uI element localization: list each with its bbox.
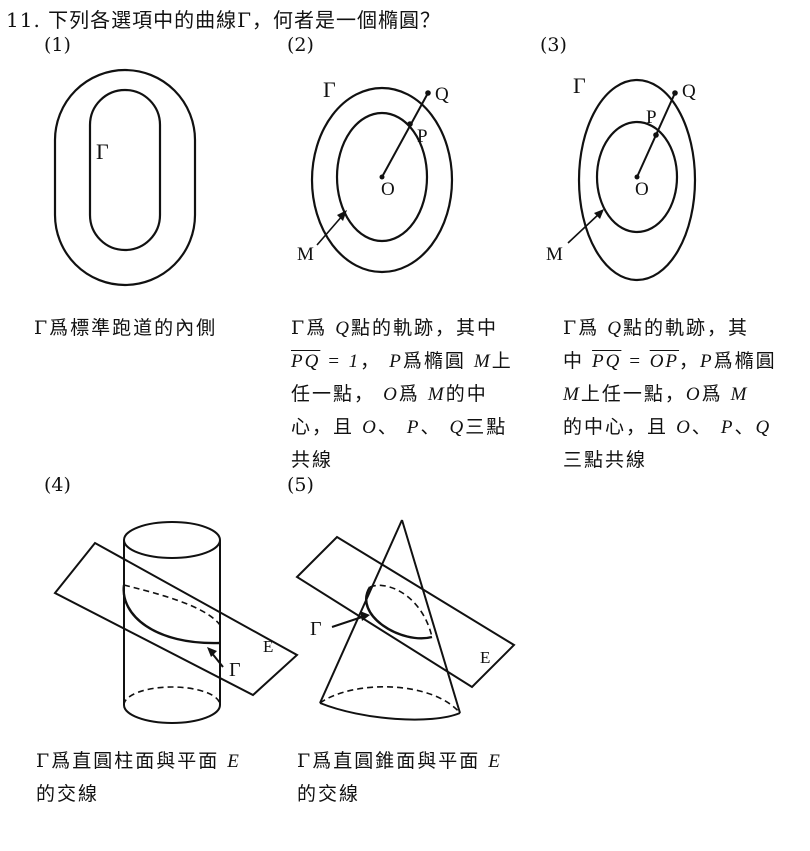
figure-5-gamma-label: Γ [310, 618, 322, 640]
caption-option-2: Γ爲 Q點的軌跡，其中 PQ = 1， P爲橢圓 M上 任一點， O爲 M的中 … [291, 312, 513, 476]
caption-2-row-3: 任一點， O爲 M的中 [291, 383, 488, 405]
caption-5-row-1: Γ爲直圓錐面與平面 E [297, 750, 502, 772]
caption-3-row-5: 三點共線 [563, 449, 648, 471]
caption-2-row-1: Γ爲 Q點的軌跡，其中 [291, 317, 498, 339]
caption-2-row-2: PQ = 1， P爲橢圓 M上 [291, 350, 513, 372]
caption-4-row-1: Γ爲直圓柱面與平面 E [36, 750, 241, 772]
figure-3-gamma-label: Γ [573, 73, 586, 98]
option-label-1: (1) [44, 34, 71, 56]
figure-1-track: Γ [53, 68, 197, 287]
caption-3-row-2: 中 PQ = OP，P爲橢圓 [563, 350, 777, 372]
figure-2-q-label: Q [435, 84, 449, 105]
caption-3-row-4: 的中心，且 O、 P、Q [563, 416, 772, 438]
figure-5-e-label: E [480, 648, 490, 667]
figure-4-e-label: E [263, 637, 273, 656]
figure-5-cone: Γ E [295, 519, 516, 721]
caption-option-1: Γ爲標準跑道的內側 [34, 317, 218, 339]
figure-2-p-label: P [417, 126, 428, 147]
caption-option-4: Γ爲直圓柱面與平面 E 的交線 [36, 745, 241, 810]
option-label-5: (5) [287, 474, 314, 496]
figure-2-gamma-label: Γ [323, 77, 336, 102]
question-text: 下列各選項中的曲線Γ，何者是一個橢圓？ [48, 8, 442, 32]
figure-2-m-label: M [297, 244, 314, 265]
figure-3-o-label: O [635, 179, 649, 200]
figure-3-q-label: Q [682, 81, 696, 102]
caption-3-row-1: Γ爲 Q點的軌跡，其 [563, 317, 749, 339]
option-label-2: (2) [287, 34, 314, 56]
figure-1-gamma-label: Γ [96, 139, 109, 164]
figure-2-o-label: O [381, 179, 395, 200]
caption-option-3: Γ爲 Q點的軌跡，其 中 PQ = OP，P爲橢圓 M上任一點，O爲 M 的中心… [563, 312, 777, 476]
figure-3-ellipses: Γ Q P O M [546, 73, 697, 282]
caption-4-row-2: 的交線 [36, 783, 100, 805]
figure-3-p-label: P [646, 107, 657, 128]
figure-2-ellipses: Γ Q P O M [297, 77, 454, 274]
question-number: 11. [6, 8, 41, 32]
caption-2-row-5: 共線 [291, 449, 334, 471]
option-label-4: (4) [44, 474, 71, 496]
figure-4-gamma-label: Γ [229, 659, 241, 681]
figure-4-cylinder: Γ E [53, 521, 299, 724]
caption-2-row-4: 心，且 O、 P、 Q三點 [291, 416, 508, 438]
caption-5-row-2: 的交線 [297, 783, 361, 805]
question-line: 11. 下列各選項中的曲線Γ，何者是一個橢圓？ [6, 4, 441, 33]
option-label-3: (3) [540, 34, 567, 56]
caption-option-5: Γ爲直圓錐面與平面 E 的交線 [297, 745, 502, 810]
figure-3-m-label: M [546, 244, 563, 265]
caption-3-row-3: M上任一點，O爲 M [563, 383, 749, 405]
